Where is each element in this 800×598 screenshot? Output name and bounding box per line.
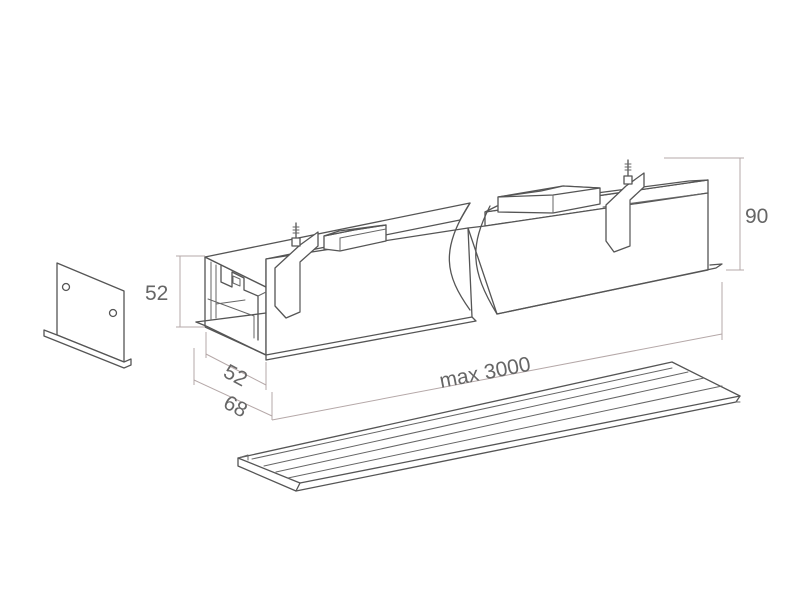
profile-body bbox=[195, 179, 723, 361]
dimension-height-total: 90 bbox=[664, 157, 768, 271]
dimension-height-profile: 52 bbox=[145, 255, 205, 328]
label-length: max 3000 bbox=[438, 353, 533, 393]
mounting-clip-right bbox=[605, 159, 645, 253]
driver-box-back bbox=[497, 185, 601, 214]
label-width-inner: 52 bbox=[220, 360, 251, 391]
driver-box-front bbox=[323, 224, 387, 252]
diffuser-strip bbox=[237, 361, 741, 492]
mounting-clip-left bbox=[274, 222, 319, 319]
label-width-outer: 68 bbox=[220, 391, 251, 422]
end-cap bbox=[43, 262, 132, 369]
label-height-total: 90 bbox=[745, 205, 768, 228]
label-height-profile: 52 bbox=[145, 282, 168, 305]
